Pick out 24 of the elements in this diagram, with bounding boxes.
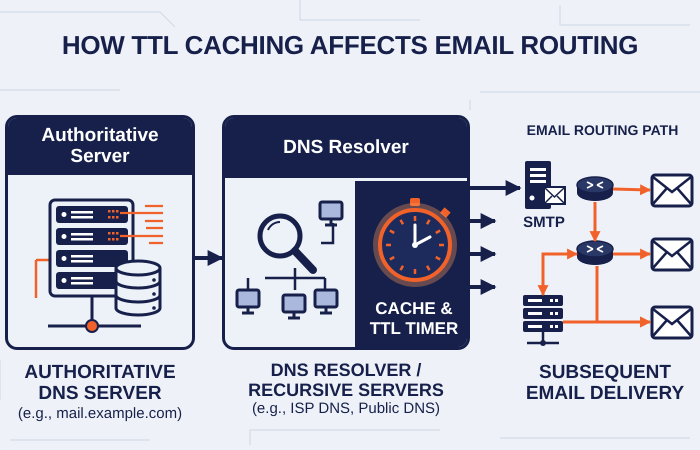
arrow — [590, 202, 600, 242]
panel — [222, 115, 470, 350]
panel — [5, 115, 195, 350]
arrow — [195, 250, 224, 266]
node-label: SMTP — [522, 214, 566, 231]
arrow — [470, 180, 522, 196]
section-heading: EMAIL ROUTING PATH — [526, 123, 680, 139]
arrow — [613, 248, 652, 260]
panel-header: DNS Resolver — [225, 118, 467, 178]
arrow — [538, 248, 578, 296]
example-note: (e.g., mail.example.com) — [16, 406, 184, 422]
arrow — [470, 213, 497, 229]
timer-panel — [355, 181, 467, 347]
title: HOW TTL CACHING AFFECTS EMAIL ROUTING — [60, 30, 640, 61]
arrow — [596, 266, 652, 328]
arrow — [470, 279, 497, 295]
node-caption: AUTHORITATIVE DNS SERVER — [23, 362, 177, 405]
section-caption: SUBSEQUENT EMAIL DELIVERY — [524, 362, 686, 405]
arrow — [470, 246, 497, 262]
arrow — [612, 184, 652, 196]
panel-header: Authoritative Server — [8, 118, 192, 175]
panel-label: CACHE & TTL TIMER — [368, 299, 460, 338]
example-note: (e.g., ISP DNS, Public DNS) — [250, 401, 442, 418]
node-caption: DNS RESOLVER / RECURSIVE SERVERS — [247, 360, 445, 400]
